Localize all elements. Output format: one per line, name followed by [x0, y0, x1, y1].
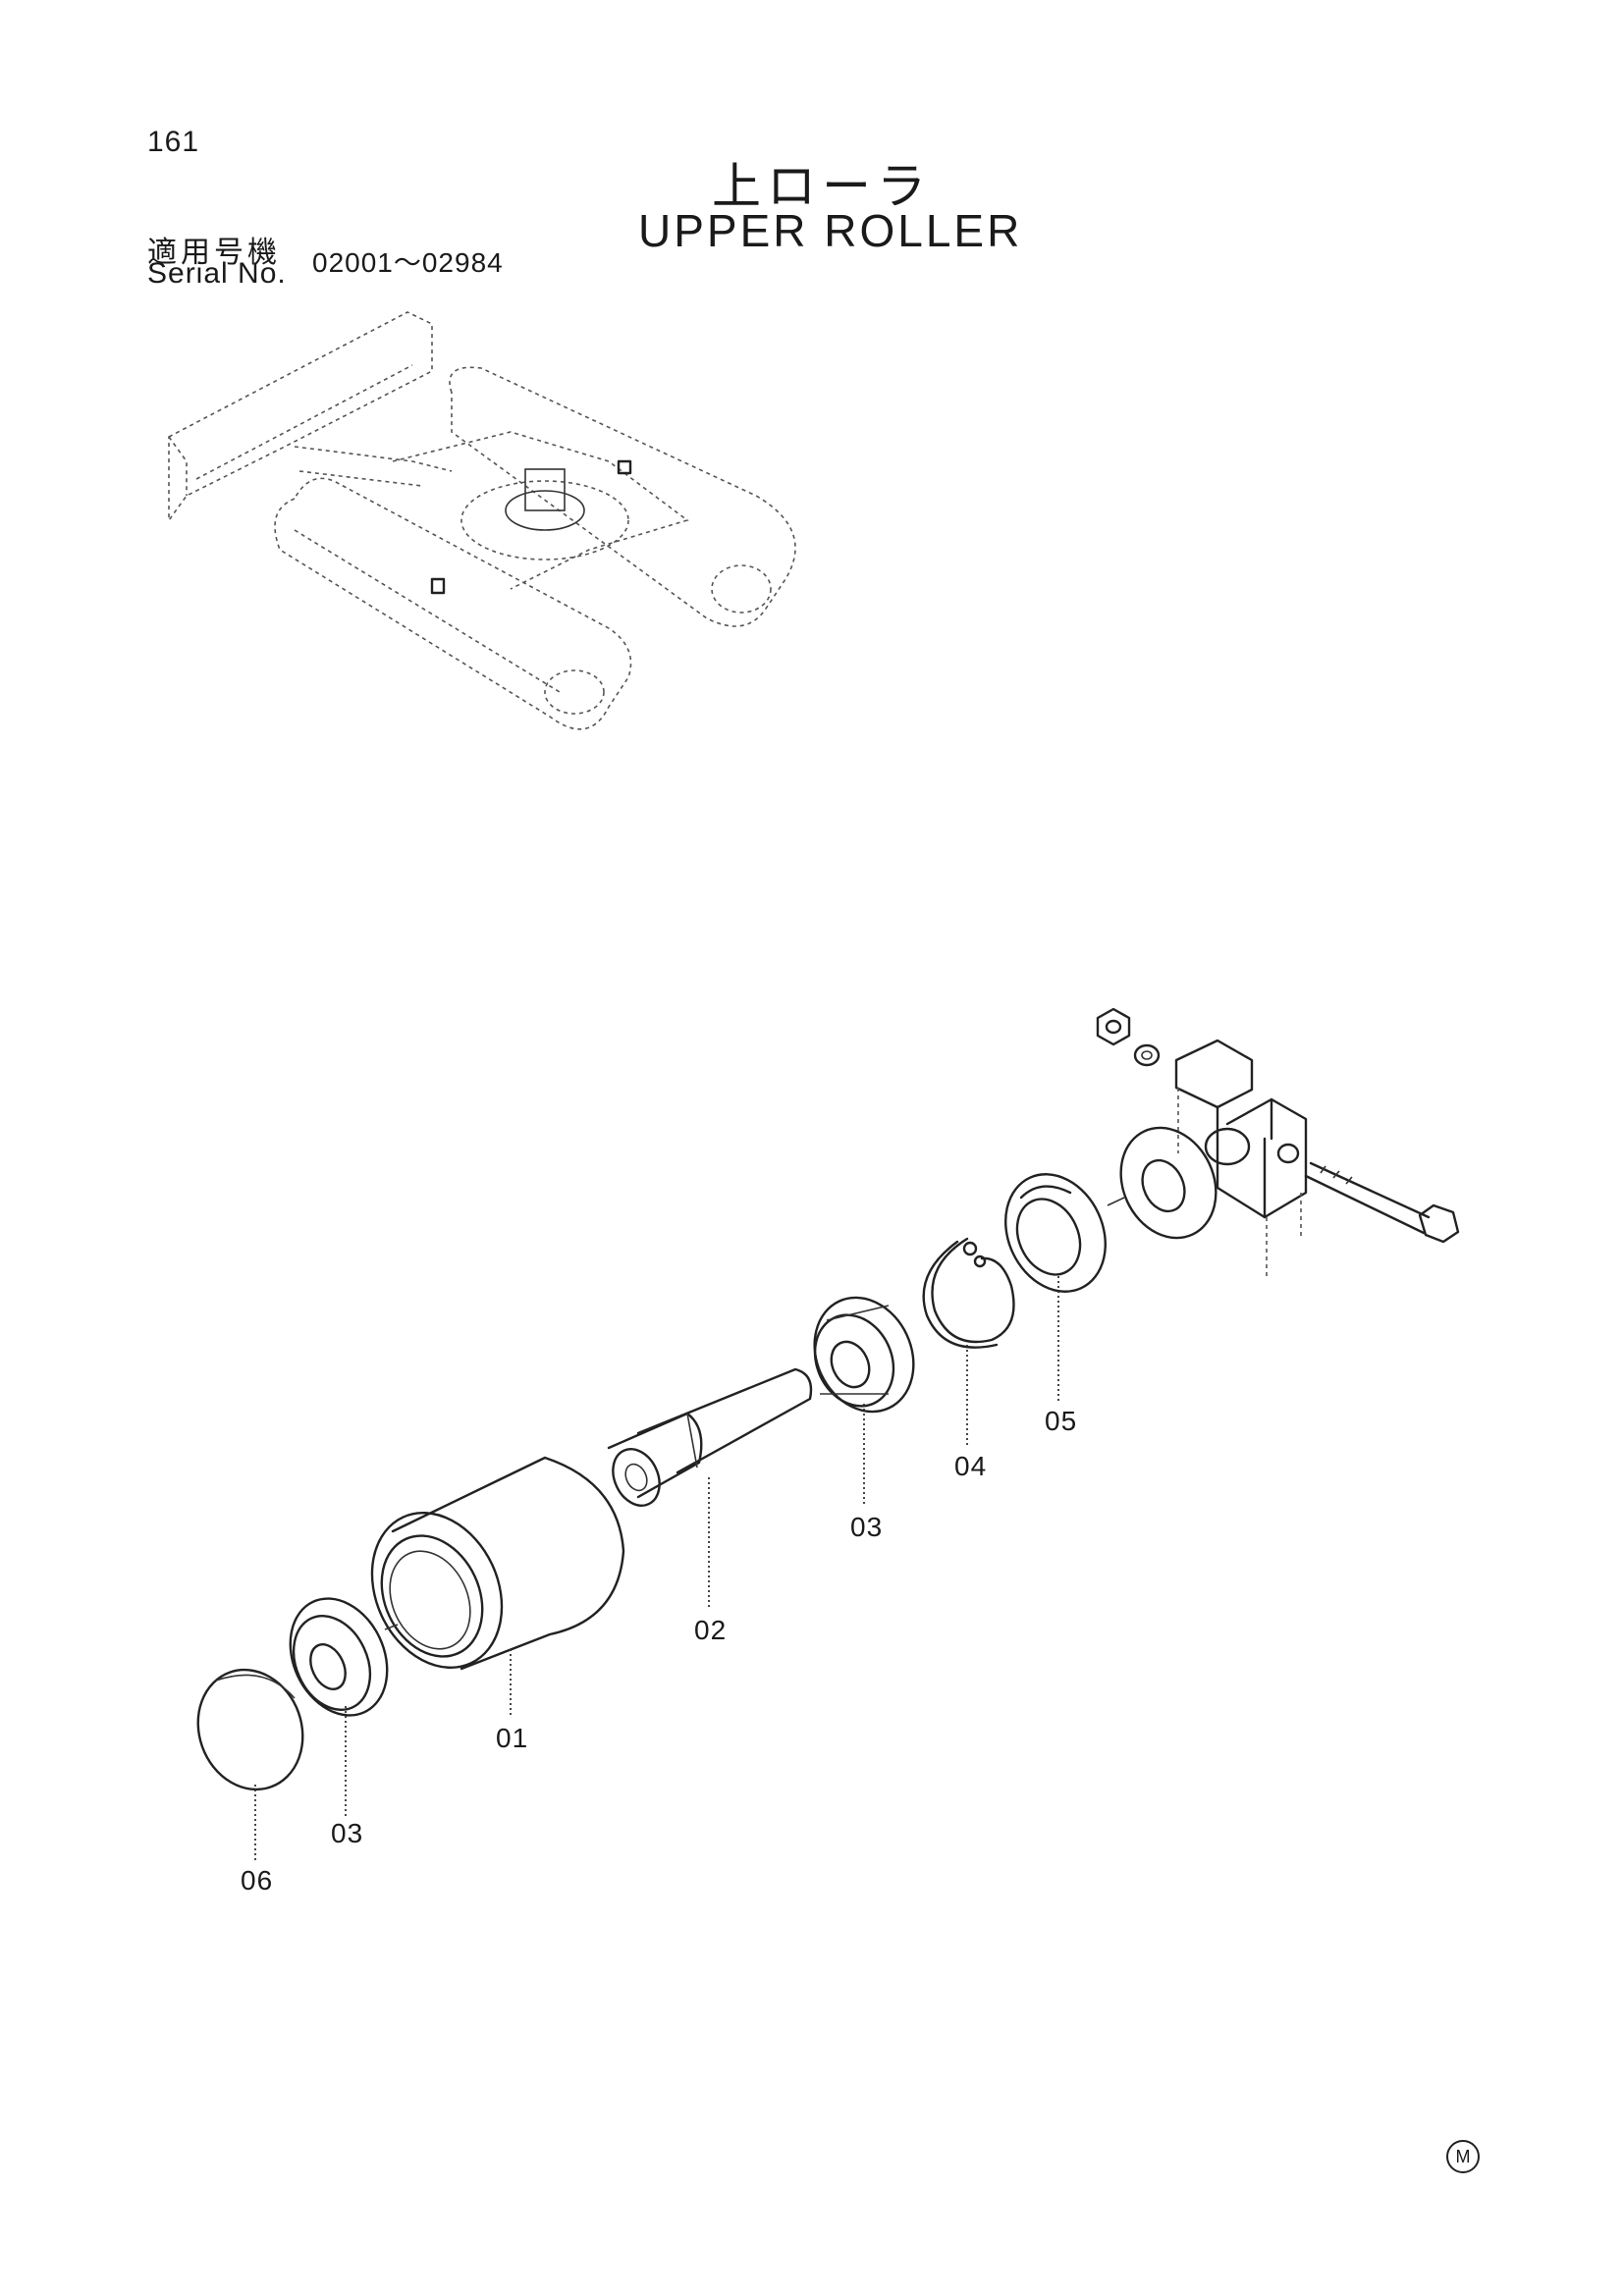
- part-03-left-bearing-drawing: [289, 1597, 399, 1717]
- part-02-shaft-drawing: [607, 1367, 813, 1507]
- part-03-right-bearing-drawing: [813, 1296, 915, 1414]
- part-06-cap-drawing: [196, 1668, 304, 1791]
- part-label-02: 02: [694, 1615, 728, 1645]
- corner-circle-mark: M: [1446, 2140, 1480, 2173]
- serial-range: 02001～02984: [312, 247, 504, 278]
- undercarriage-overview-illustration: [168, 311, 796, 730]
- page-title-japanese: 上ローラ: [712, 158, 932, 215]
- page-title: UPPER ROLLER: [638, 205, 1023, 256]
- part-label-06: 06: [241, 1865, 274, 1896]
- part-label-03-right: 03: [850, 1512, 884, 1542]
- serial-label-japanese: 適用号機: [147, 236, 281, 270]
- part-05-drawing: [1004, 1126, 1217, 1293]
- part-04-drawing: [922, 1237, 1015, 1349]
- part-label-03-left: 03: [331, 1818, 364, 1848]
- part-label-05: 05: [1045, 1406, 1078, 1436]
- serial-label: Serial No.: [147, 257, 287, 290]
- part-label-01: 01: [496, 1723, 529, 1753]
- page-number: 161: [147, 126, 200, 158]
- part-label-04: 04: [954, 1451, 988, 1481]
- part-01-roller-drawing: [370, 1456, 625, 1671]
- bracket-and-bolt-assembly: [1096, 1007, 1460, 1276]
